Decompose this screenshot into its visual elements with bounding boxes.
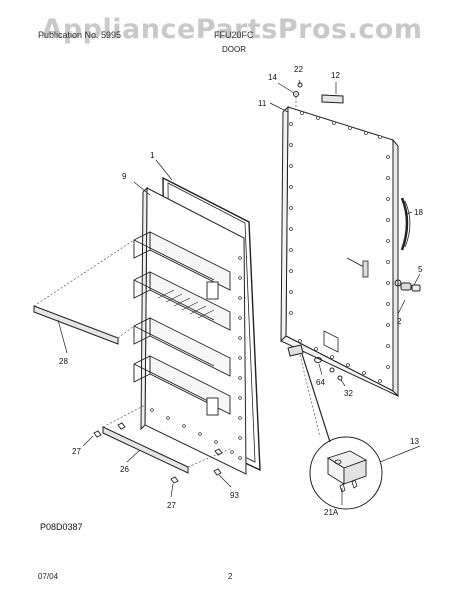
figure-code: P08D0387 xyxy=(40,522,83,532)
callout-1: 1 xyxy=(150,151,155,160)
callout-13: 13 xyxy=(410,437,419,446)
header-model: FFU20FC xyxy=(214,30,254,40)
callout-22: 22 xyxy=(294,65,303,74)
callout-11: 11 xyxy=(258,99,267,108)
callout-64: 64 xyxy=(316,378,325,387)
callout-14: 14 xyxy=(268,73,277,82)
callout-18: 18 xyxy=(414,208,423,217)
hinge-detail-circle xyxy=(309,436,383,510)
leader-lines xyxy=(33,79,421,505)
screw-93 xyxy=(213,468,222,476)
header-publication: Publication No. 5995 xyxy=(38,30,122,40)
callout-93: 93 xyxy=(230,491,239,500)
callout-27-bottom: 27 xyxy=(167,501,176,510)
bushing xyxy=(314,357,322,363)
lock-cylinder xyxy=(394,279,402,287)
screw-27-mid xyxy=(117,422,126,430)
trim-strip xyxy=(321,94,344,104)
footer-page: 2 xyxy=(228,572,233,581)
trim-strip-28 xyxy=(33,305,119,345)
screw-32b xyxy=(337,375,343,381)
callout-27-left: 27 xyxy=(72,447,81,456)
outer-door-panel xyxy=(280,105,402,398)
screw-27-bottom xyxy=(170,476,179,484)
callout-32: 32 xyxy=(344,389,353,398)
screw-93b xyxy=(214,448,223,456)
section-title: DOOR xyxy=(222,45,246,54)
bottom-trim-26 xyxy=(102,426,189,474)
callout-28: 28 xyxy=(59,357,68,366)
callout-2: 2 xyxy=(397,317,402,326)
callout-12: 12 xyxy=(331,71,340,80)
callout-26: 26 xyxy=(120,465,129,474)
callout-9: 9 xyxy=(122,172,127,181)
screw-32a xyxy=(329,367,335,373)
door-handle xyxy=(400,197,409,251)
lock-bracket xyxy=(362,260,369,278)
screw-27-left xyxy=(93,430,102,438)
inner-door-liner xyxy=(133,186,247,475)
footer-date: 07/04 xyxy=(38,572,59,581)
door-shelves xyxy=(133,231,231,416)
callout-5: 5 xyxy=(418,265,423,274)
hinge-pin-bracket xyxy=(287,344,304,357)
lock-assembly xyxy=(400,282,421,292)
plug-button xyxy=(293,91,299,97)
callout-21a: 21A xyxy=(324,508,339,517)
watermark: AppliancePartsPros.com xyxy=(41,14,423,45)
callout-labels: 1 9 14 22 12 11 18 5 2 28 64 32 13 27 26… xyxy=(59,65,423,517)
